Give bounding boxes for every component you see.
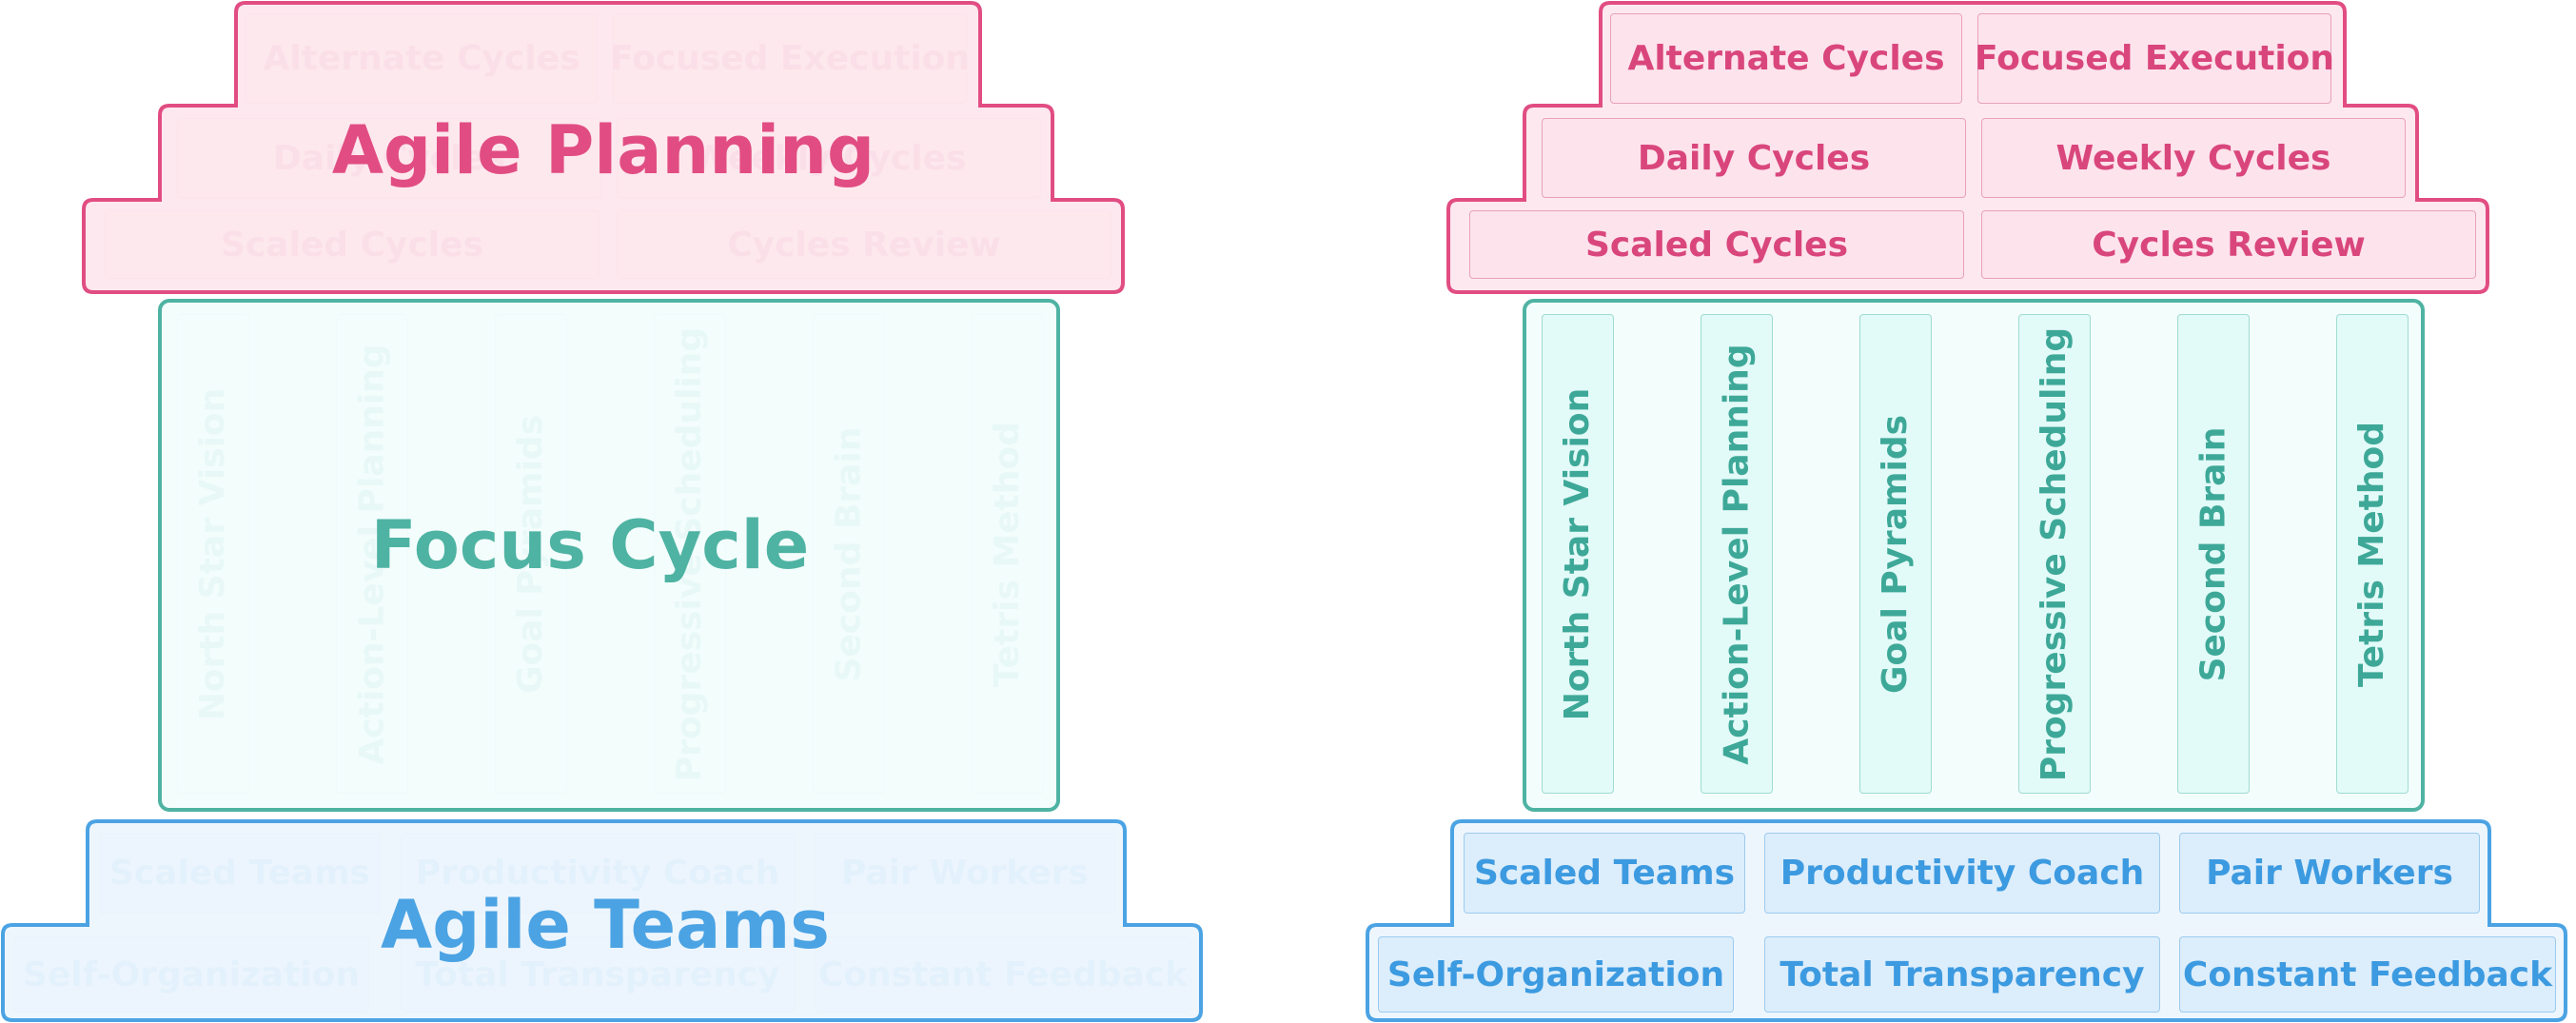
focus-pillar-north-star-vision: North Star Vision — [1542, 314, 1614, 794]
left-focus-pillar: Tetris Method — [972, 314, 1044, 794]
left-teams-box: Self-Organization — [13, 936, 369, 1013]
teams-item-self-organization: Self-Organization — [1378, 936, 1734, 1013]
planning-item-focused-execution: Focused Execution — [1975, 13, 2334, 104]
left-focus-pillar: Progressive Scheduling — [654, 314, 726, 794]
left-planning-outline — [82, 1, 1125, 294]
left-teams-box: Productivity Coach — [400, 833, 796, 914]
focus-pillar-action-level-planning: Action-Level Planning — [1701, 314, 1773, 794]
left-teams-box: Scaled Teams — [99, 833, 381, 914]
agile-planning-title: Agile Planning — [331, 111, 875, 189]
teams-item-constant-feedback: Constant Feedback — [2179, 936, 2556, 1013]
left-planning-box: Focused Execution — [610, 13, 970, 104]
left-teams-box: Total Transparency — [400, 936, 796, 1013]
planning-item-weekly-cycles: Weekly Cycles — [1981, 118, 2406, 198]
left-focus-outline — [158, 299, 1060, 812]
left-teams-box: Pair Workers — [815, 833, 1115, 914]
right-focus-outline — [1523, 299, 2425, 812]
teams-item-productivity-coach: Productivity Coach — [1764, 833, 2160, 914]
planning-item-scaled-cycles: Scaled Cycles — [1469, 210, 1964, 279]
planning-item-alternate-cycles: Alternate Cycles — [1610, 13, 1962, 104]
planning-item-daily-cycles: Daily Cycles — [1542, 118, 1966, 198]
left-planning-box: Weekly Cycles — [617, 118, 1041, 198]
left-planning-box: Alternate Cycles — [246, 13, 598, 104]
left-planning-box: Cycles Review — [617, 210, 1111, 279]
left-teams-outline — [1, 819, 1203, 1022]
focus-cycle-title: Focus Cycle — [370, 506, 810, 584]
left-teams-box: Constant Feedback — [815, 936, 1191, 1013]
focus-pillar-second-brain: Second Brain — [2177, 314, 2250, 794]
teams-item-scaled-teams: Scaled Teams — [1464, 833, 1745, 914]
focus-pillar-tetris-method: Tetris Method — [2336, 314, 2409, 794]
agile-teams-title: Agile Teams — [381, 886, 830, 964]
focus-pillar-progressive-scheduling: Progressive Scheduling — [2018, 314, 2091, 794]
teams-item-total-transparency: Total Transparency — [1764, 936, 2160, 1013]
left-planning-box: Scaled Cycles — [105, 210, 600, 279]
planning-item-cycles-review: Cycles Review — [1981, 210, 2476, 279]
teams-item-pair-workers: Pair Workers — [2179, 833, 2480, 914]
left-focus-pillar: Second Brain — [813, 314, 885, 794]
left-focus-pillar: Goal Pyramids — [495, 314, 567, 794]
left-focus-pillar: North Star Vision — [177, 314, 249, 794]
left-planning-box: Daily Cycles — [177, 118, 601, 198]
focus-pillar-goal-pyramids: Goal Pyramids — [1859, 314, 1932, 794]
left-focus-pillar: Action-Level Planning — [336, 314, 408, 794]
